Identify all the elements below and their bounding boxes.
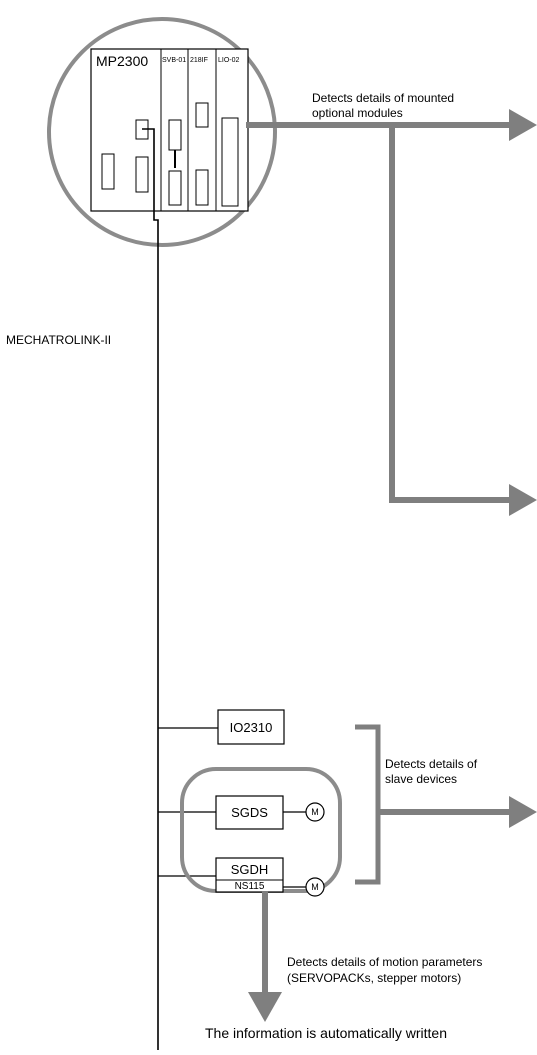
modules-annotation-line1: Detects details of mounted [312, 91, 455, 105]
module-detect-arrows [246, 109, 537, 516]
ns115-label: NS115 [234, 880, 265, 892]
sgdh-label: SGDH [230, 861, 269, 877]
motor-icon [305, 802, 325, 822]
motion-detect-arrow [248, 891, 282, 1022]
network-label: MECHATROLINK-II [6, 333, 112, 347]
bottom-note: The information is automatically written [205, 1025, 447, 1041]
motion-annotation-line1: Detects details of motion parameters [287, 955, 483, 969]
slot-label-svb01: SVB-01 [162, 57, 187, 64]
motor-label: M [311, 882, 319, 892]
motor-label: M [311, 807, 319, 817]
motor-icon [305, 877, 325, 897]
sgds-label: SGDS [231, 805, 268, 820]
slaves-annotation-line1: Detects details of [385, 757, 478, 771]
mechatrolink-bus [142, 128, 218, 1050]
io2310-box [217, 709, 285, 745]
controller-model-label: MP2300 [96, 53, 149, 69]
sgdh-box [215, 857, 284, 893]
io2310-label: IO2310 [229, 719, 273, 735]
controller-zoom-circle [47, 17, 277, 247]
slot-label-lio02: LIO-02 [218, 57, 240, 64]
mp2300-controller [90, 48, 249, 212]
modules-annotation-line2: optional modules [312, 106, 403, 120]
motion-annotation-line2: (SERVOPACKs, stepper motors) [287, 971, 462, 985]
slaves-annotation-line2: slave devices [385, 772, 458, 786]
slot-label-218if: 218IF [190, 57, 208, 64]
slave-detect-arrow [355, 724, 537, 885]
